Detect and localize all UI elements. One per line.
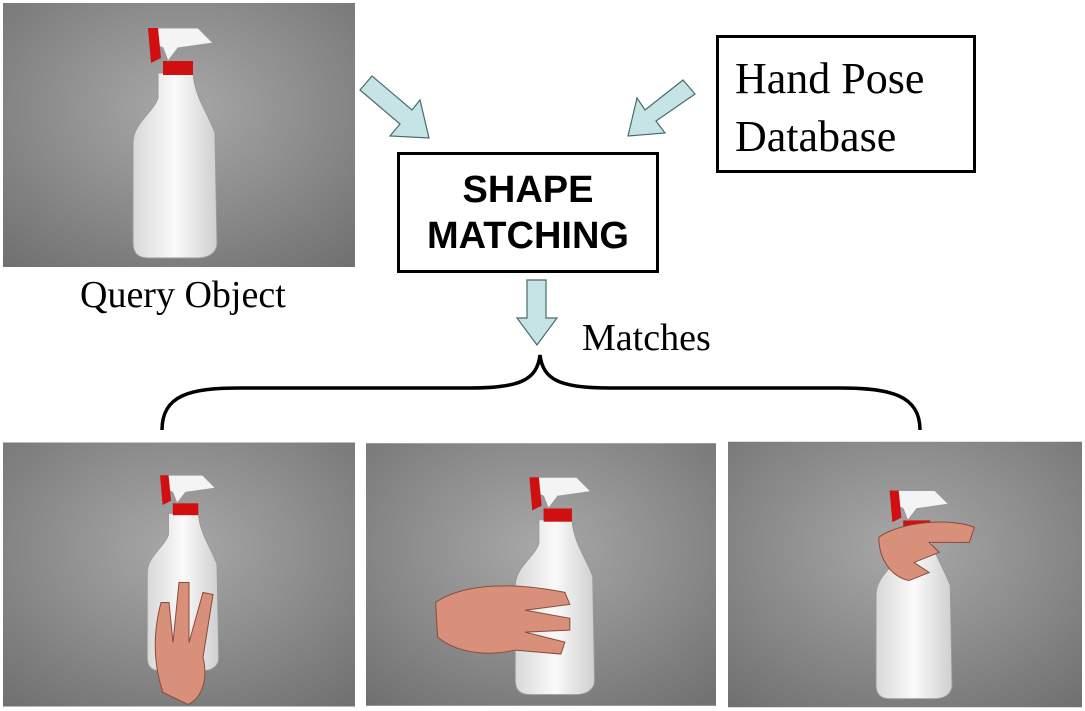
- shape-matching-box: SHAPE MATCHING: [397, 152, 659, 273]
- query-object-image: [3, 3, 355, 267]
- database-line2: Database: [735, 112, 897, 161]
- match-image-3: [728, 441, 1082, 708]
- arrow-down-icon: [515, 279, 559, 347]
- bottle-with-hand-1: [3, 442, 355, 707]
- matches-label: Matches: [582, 317, 711, 359]
- hand-pose-database-box: Hand Pose Database: [716, 35, 976, 173]
- bottle-illustration: [3, 3, 355, 267]
- database-line1: Hand Pose: [735, 54, 925, 103]
- arrow-from-query-icon: [359, 75, 430, 139]
- bottle-with-hand-2: [366, 443, 716, 706]
- matches-brace: [160, 354, 922, 431]
- bottle-with-hand-3: [728, 441, 1082, 708]
- match-image-1: [3, 441, 355, 708]
- shape-matching-line2: MATCHING: [427, 215, 629, 257]
- query-object-label: Query Object: [80, 274, 286, 316]
- match-image-2: [366, 441, 716, 708]
- arrow-from-database-icon: [627, 79, 696, 137]
- shape-matching-line1: SHAPE: [462, 169, 594, 211]
